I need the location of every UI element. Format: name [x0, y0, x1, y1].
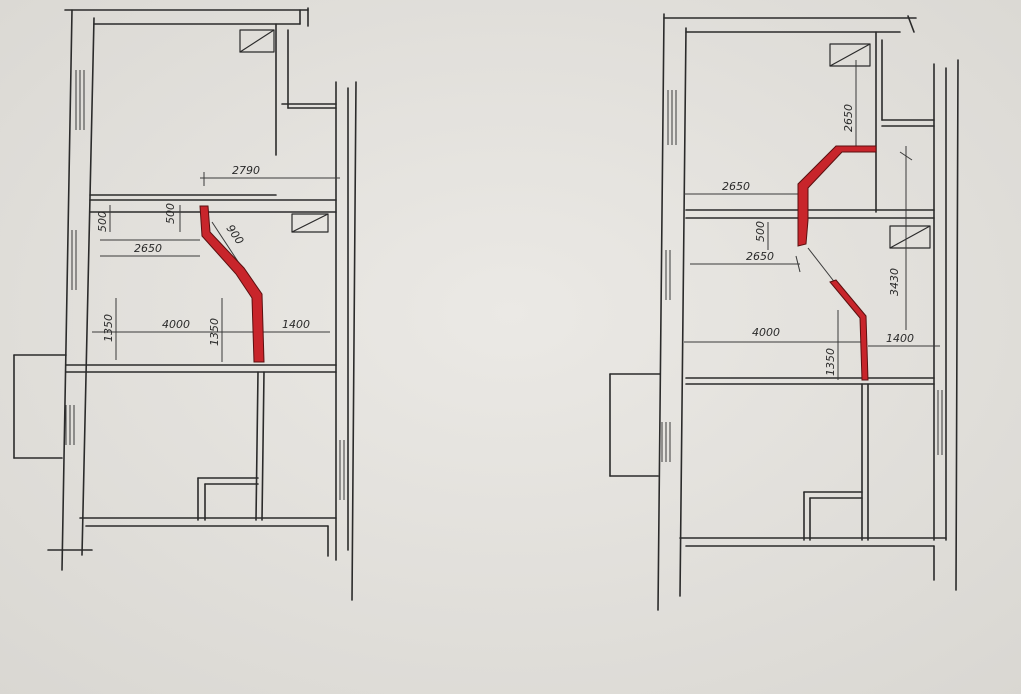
- right-plan-new-partition: [797, 145, 877, 381]
- dim-1350: 1350: [824, 348, 837, 376]
- dim-4000: 4000: [162, 318, 190, 331]
- left-plan-new-partition: [199, 205, 265, 363]
- left-plan-dimension-lines: [92, 172, 340, 362]
- dim-1350-b: 1350: [208, 318, 221, 346]
- dim-4000: 4000: [752, 326, 780, 339]
- right-floor-plan: 2650 2650 500 2650 3430 4000 1350 1400: [609, 13, 959, 611]
- left-plan-walls: [13, 7, 357, 601]
- right-plan-dimension-labels: 2650 2650 500 2650 3430 4000 1350 1400: [722, 104, 914, 376]
- right-plan-windows: [661, 90, 943, 462]
- dim-1400: 1400: [282, 318, 310, 331]
- dim-1400: 1400: [886, 332, 914, 345]
- left-floor-plan: 2790 500 500 900 2650 1350 4000 1350 140…: [13, 7, 357, 601]
- dim-1350-a: 1350: [102, 314, 115, 342]
- dim-500-a: 500: [96, 211, 109, 232]
- dim-2650-lower: 2650: [746, 250, 774, 263]
- dim-2790: 2790: [232, 164, 260, 177]
- dim-500: 500: [754, 221, 767, 242]
- dim-3430: 3430: [888, 268, 901, 296]
- dim-2650-upper: 2650: [722, 180, 750, 193]
- left-plan-vent-shafts: [239, 29, 329, 233]
- right-plan-vent-shafts: [829, 43, 931, 249]
- right-plan-walls: [609, 13, 959, 611]
- dim-500-b: 500: [164, 203, 177, 224]
- dim-2650-top: 2650: [842, 104, 855, 132]
- right-plan-dimension-lines: [684, 60, 940, 380]
- left-plan-windows: [65, 70, 345, 500]
- dim-2650: 2650: [134, 242, 162, 255]
